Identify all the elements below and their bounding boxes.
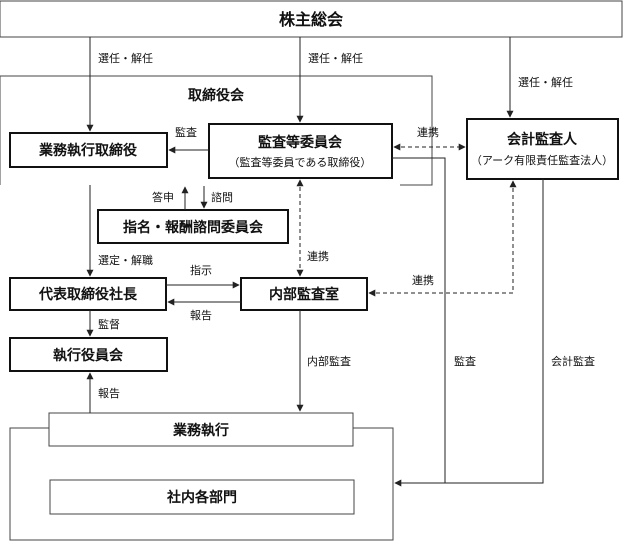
label-appoint-dismiss: 選定・解職 bbox=[98, 253, 153, 267]
nomination-committee-label: 指名・報酬諮問委員会 bbox=[123, 219, 264, 236]
label-answer: 答申 bbox=[152, 190, 174, 204]
audit-committee-box bbox=[208, 123, 393, 179]
exec-officers-box bbox=[9, 337, 168, 372]
accounting-auditor-title: 会計監査人 bbox=[507, 131, 578, 148]
label-coop-1: 連携 bbox=[417, 125, 439, 139]
accounting-auditor-sub: （アーク有限責任監査法人） bbox=[471, 153, 613, 167]
exec-officers-label: 執行役員会 bbox=[53, 347, 124, 364]
business-execution-group-outline bbox=[9, 427, 394, 541]
president-box bbox=[9, 277, 167, 311]
label-report-2: 報告 bbox=[98, 387, 120, 400]
label-elect-1: 選任・解任 bbox=[98, 51, 153, 65]
label-instruct: 指示 bbox=[190, 263, 212, 277]
audit-committee-title: 監査等委員会 bbox=[258, 134, 343, 151]
label-elect-2: 選任・解任 bbox=[308, 51, 363, 65]
label-audit-short: 監査 bbox=[175, 125, 197, 139]
label-report-1: 報告 bbox=[190, 309, 212, 322]
exec-directors-box bbox=[9, 132, 168, 168]
accounting-auditor-box bbox=[466, 118, 619, 180]
arrow-accounting-audit bbox=[445, 179, 544, 484]
label-elect-3: 選任・解任 bbox=[518, 75, 573, 89]
label-supervise: 監督 bbox=[98, 317, 120, 331]
label-internal-audit: 内部監査 bbox=[307, 354, 351, 368]
departments-box bbox=[49, 479, 355, 515]
audit-committee-sub: （監査等委員である取締役） bbox=[229, 155, 372, 169]
label-consult: 諮問 bbox=[211, 190, 233, 204]
departments-label: 社内各部門 bbox=[166, 489, 237, 506]
shareholders-label: 株主総会 bbox=[279, 10, 343, 29]
label-coop-2: 連携 bbox=[307, 249, 329, 263]
shareholders-box bbox=[0, 0, 623, 38]
arrow-audit-to-departments bbox=[392, 157, 446, 487]
internal-audit-box bbox=[240, 277, 368, 311]
president-label: 代表取締役社長 bbox=[38, 286, 138, 303]
nomination-committee-box bbox=[97, 209, 289, 244]
business-execution-label: 業務執行 bbox=[172, 422, 229, 439]
internal-audit-label: 内部監査室 bbox=[269, 286, 339, 303]
business-execution-box bbox=[48, 412, 354, 447]
arrow-coop-accounting-internal bbox=[368, 180, 517, 297]
board-label: 取締役会 bbox=[188, 87, 245, 104]
label-accounting-audit: 会計監査 bbox=[551, 354, 595, 368]
label-coop-3: 連携 bbox=[412, 273, 434, 287]
label-audit-long: 監査 bbox=[454, 354, 476, 368]
exec-directors-label: 業務執行取締役 bbox=[38, 142, 138, 159]
